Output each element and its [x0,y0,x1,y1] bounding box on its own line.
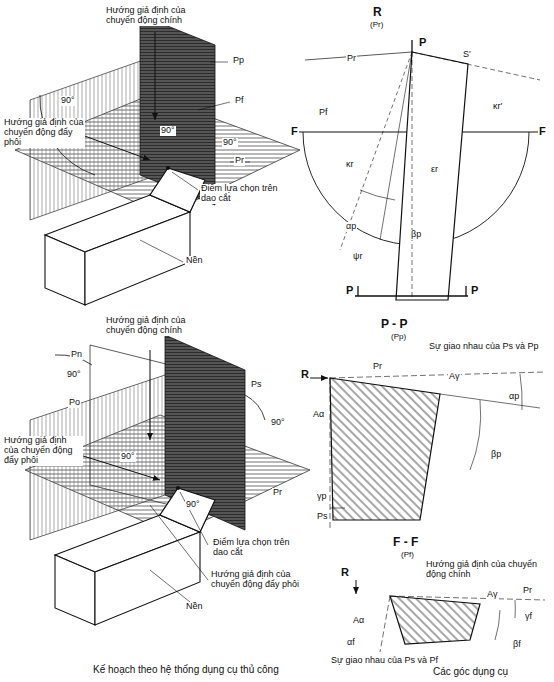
label: Điểm lựa chọn trên dao cắt [212,538,302,558]
label: (Pf) [400,551,415,560]
label: Hướng giả định của chuyển động chính [425,560,542,580]
label: F [290,125,299,137]
label: 90° [66,370,82,380]
label: Pr [372,362,383,372]
label: Sự giao nhau của Ps và Pp [428,342,550,352]
label: κr [345,160,355,170]
label: βf [512,640,522,650]
label: (Pp) [390,333,407,342]
label: 90° [160,126,176,136]
label: βp [410,230,422,240]
label: Hướng giả định của chuyển động đẩy phôi [3,118,85,148]
label: P [418,36,427,48]
label: 90° [222,138,238,148]
label: Điểm lựa chọn trên dao cắt [200,184,292,204]
label: 90° [270,418,286,428]
label: P - P [380,318,408,331]
label: αp [345,222,357,232]
label: Po [68,398,81,408]
label: S' [462,50,472,60]
label: Pf [234,96,245,106]
label: Hướng giả định của chuyển động chính [105,6,212,26]
label: Nền [185,602,204,612]
label: 90° [60,96,76,106]
label: Pr [346,54,357,64]
label: βp [490,450,502,460]
label: αp [508,392,520,402]
label: Pn [70,350,83,360]
label: (Pr) [369,21,384,30]
label: Nền [185,256,204,266]
label: R [300,368,310,380]
label: 90° [120,452,136,462]
label: Các góc dụng cụ [432,666,509,677]
label: Pr [272,488,283,498]
label: Hướng giả định của chuyển động đẩy phôi [210,570,322,590]
label: Aα [312,410,325,420]
label: Hướng giả định của chuyển động đẩy phôi [3,436,83,466]
label: 90° [185,500,201,510]
label: Aγ [448,372,461,382]
label: P [345,284,354,296]
label: R [340,566,350,578]
label: εr [430,165,439,175]
label: P [470,284,479,296]
label: Pf [318,108,329,118]
label: γp [316,492,328,502]
label: Ps [316,512,329,522]
label: Ps [250,380,263,390]
label: Pr [234,156,245,166]
label: R [372,6,383,19]
label: Pr [522,586,533,596]
label: F [538,125,547,137]
label: Hướng giả định của chuyển động chính [105,316,212,336]
label: κr' [492,102,503,112]
label: Aα [352,616,365,626]
label: γf [524,612,533,622]
label: F - F [392,536,419,549]
label: Aγ [486,590,499,600]
label: Kế hoạch theo hệ thống dụng cụ thủ công [92,664,280,675]
label: Sự giao nhau của Ps và Pf [330,656,472,666]
label: αf [346,638,356,648]
label: ψr [352,252,363,262]
label: Pp [232,56,245,66]
